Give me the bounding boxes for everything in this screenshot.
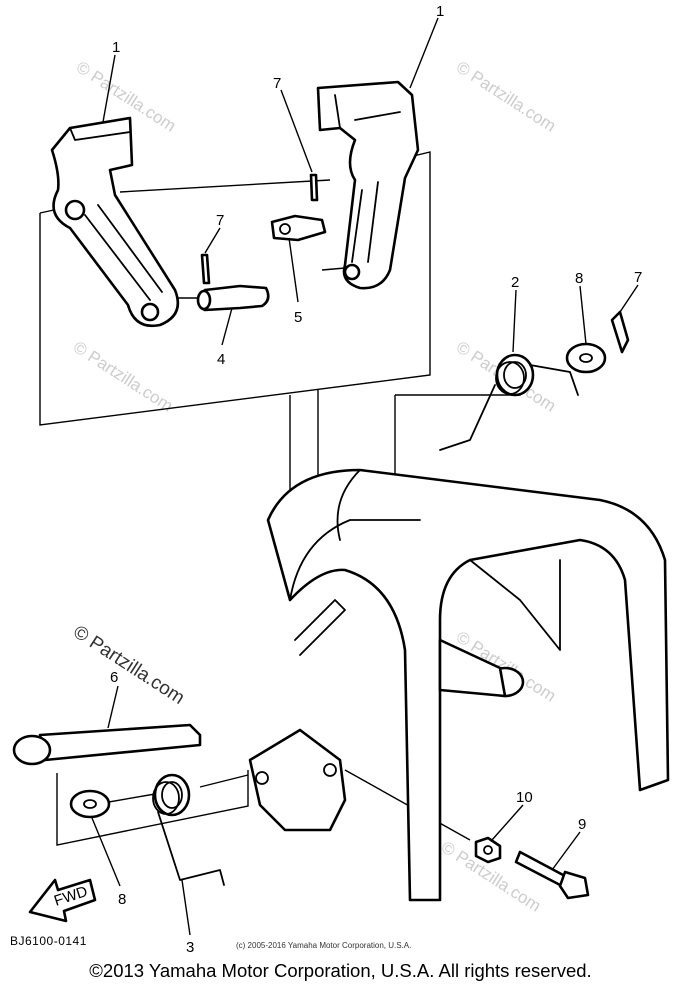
clevis-pin [270,214,327,242]
bracket-right [316,80,420,290]
forward-arrow-icon: FWD [28,878,97,923]
torsion-spring-upper [439,353,579,451]
callout-1-right: 1 [436,3,444,20]
callout-8-upper: 8 [575,270,583,287]
washer-lower [69,789,111,819]
watermark: © Partzilla.com [70,337,176,415]
long-pin [12,723,202,766]
callout-3: 3 [186,939,194,956]
callout-7-left: 7 [216,212,224,229]
callout-1-left: 1 [112,39,120,56]
cotter-pin-group [200,173,630,354]
joint-pin [196,284,270,312]
callout-4: 4 [217,351,225,368]
callout-10: 10 [516,789,533,806]
callout-6: 6 [110,669,118,686]
callout-labels: 1 1 7 7 5 4 2 8 7 6 8 3 10 9 [110,3,642,956]
small-copyright: (c) 2005-2016 Yamaha Motor Corporation, … [236,941,412,950]
bolt [514,850,590,900]
torsion-spring-lower [152,773,225,886]
footer-copyright: ©2013 Yamaha Motor Corporation, U.S.A. A… [89,960,592,981]
watermark: © Partzilla.com [69,622,188,709]
bracket-left [50,116,180,328]
callout-7-top: 7 [273,75,281,92]
diagram-code: BJ6100-0141 [10,934,87,948]
callout-8-lower: 8 [118,891,126,908]
swing-arm [248,468,670,902]
callout-7-right: 7 [634,269,642,286]
callout-9: 9 [578,816,586,833]
callout-leaders [91,17,639,936]
watermark: © Partzilla.com [453,57,559,135]
nut [474,836,502,864]
callout-2: 2 [511,274,519,291]
washer-upper [565,342,607,374]
callout-5: 5 [294,309,302,326]
